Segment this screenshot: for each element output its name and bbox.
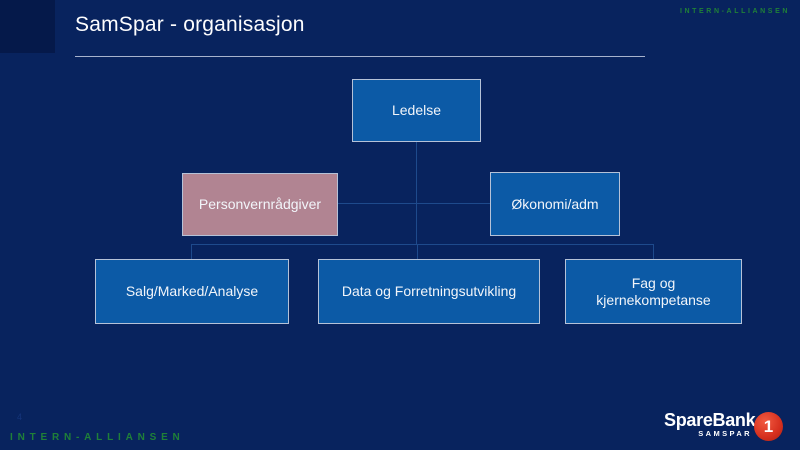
org-node-ledelse: Ledelse bbox=[352, 79, 481, 142]
logo-one-badge: 1 bbox=[754, 412, 783, 441]
connector-bottom-rail bbox=[191, 244, 653, 245]
logo-brand-text: SpareBank bbox=[664, 410, 756, 430]
org-node-label: Økonomi/adm bbox=[511, 195, 599, 212]
org-node-fag-og-kjernekompetanse: Fag og kjernekompetanse bbox=[565, 259, 742, 324]
watermark-top-right: INTERN-ALLIANSEN bbox=[679, 8, 790, 15]
org-node-salg-marked-analyse: Salg/Marked/Analyse bbox=[95, 259, 289, 324]
watermark-bottom-left: INTERN-ALLIANSEN bbox=[10, 432, 185, 443]
org-node-personvernradgiver: Personvernrådgiver bbox=[182, 173, 338, 236]
page-title: SamSpar - organisasjon bbox=[75, 13, 305, 36]
org-node-label: Personvernrådgiver bbox=[198, 196, 322, 213]
org-node-label: Ledelse bbox=[391, 102, 442, 119]
org-node-data-og-forretningsutvikling: Data og Forretningsutvikling bbox=[318, 259, 540, 324]
org-node-label: Fag og kjernekompetanse bbox=[596, 275, 711, 308]
connector-stub-left bbox=[191, 244, 192, 259]
org-node-okonomi-adm: Økonomi/adm bbox=[490, 172, 620, 236]
corner-accent-square bbox=[0, 0, 55, 53]
title-underline bbox=[75, 56, 645, 57]
page-number: 4 bbox=[17, 412, 23, 422]
org-node-label: Salg/Marked/Analyse bbox=[125, 283, 259, 300]
connector-stub-right bbox=[653, 244, 654, 259]
connector-middle-horizontal bbox=[338, 203, 490, 204]
logo-badge-number: 1 bbox=[763, 416, 774, 436]
logo-subbrand-text: SAMSPAR bbox=[698, 429, 752, 438]
connector-stub-middle bbox=[417, 244, 418, 259]
connector-trunk-vertical bbox=[416, 142, 417, 244]
org-node-label: Data og Forretningsutvikling bbox=[341, 283, 517, 300]
